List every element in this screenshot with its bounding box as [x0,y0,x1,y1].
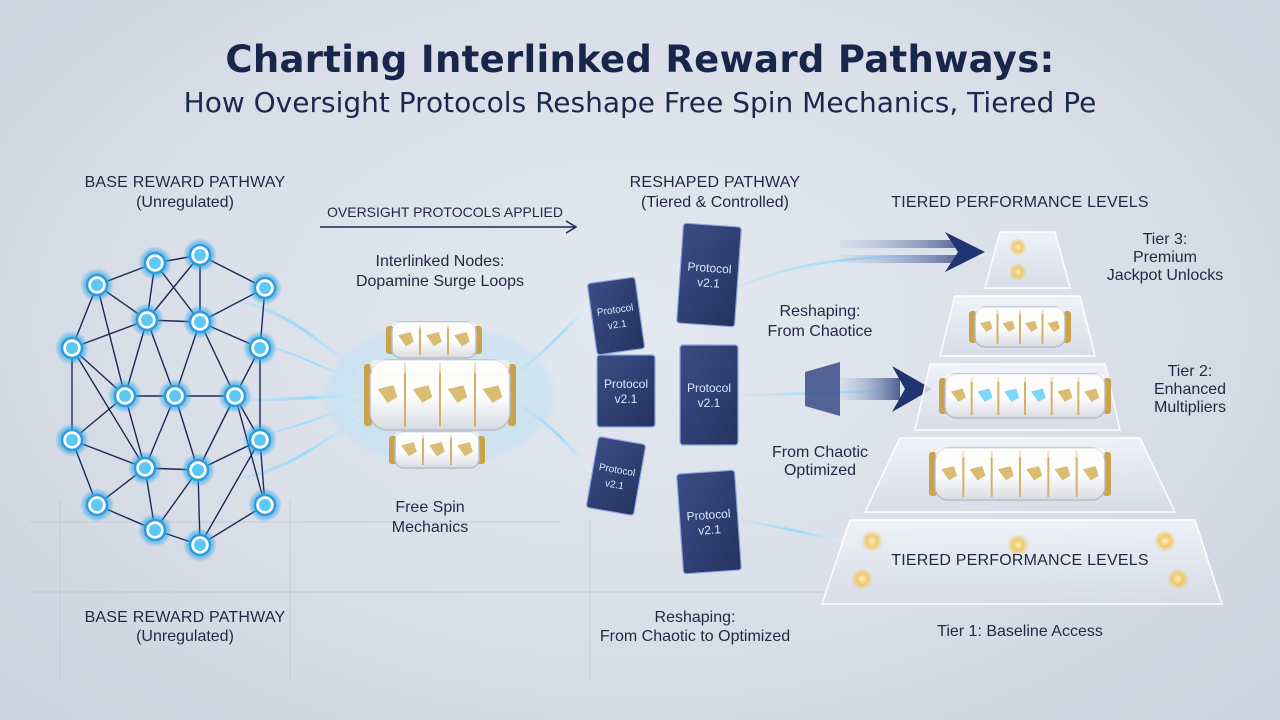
base-pathway-sub: (Unregulated) [136,194,234,211]
network-node [55,423,89,457]
network-node [158,379,192,413]
tier-reel-glowing [939,373,1111,419]
network-node [248,271,282,305]
network-node [55,331,89,365]
network-node [183,305,217,339]
oversight-arrow-label: OVERSIGHT PROTOCOLS APPLIED [327,204,563,220]
network-node [183,528,217,562]
protocol-panel-label: Protocol [687,259,732,276]
tier2-flow-arrow [805,362,932,416]
network-node [80,488,114,522]
tiers-heading: TIERED PERFORMANCE LEVELS [891,194,1149,211]
gold-light [1009,263,1027,281]
gold-light [1009,238,1027,256]
reshaped-pathway-heading: RESHAPED PATHWAY [629,174,801,191]
tier2-title: Tier 2: [1167,363,1213,380]
network-node [80,268,114,302]
network-node [138,246,172,280]
base-pathway-heading: BASE REWARD PATHWAY [84,174,286,191]
free-spin-mechanics-label: Mechanics [391,519,469,536]
protocol-panel-label: Protocol [686,506,731,523]
dopamine-loops-label: Dopamine Surge Loops [355,273,525,290]
gold-light [861,530,883,552]
protocol-panel-label: Protocol [596,303,634,319]
protocol-panel-version: v2.1 [698,396,721,410]
free-spin-label: Free Spin [395,499,465,516]
gold-light [1154,530,1176,552]
base-pathway-bottom-heading: BASE REWARD PATHWAY [84,609,286,626]
network-node [218,379,252,413]
protocol-panel-version: v2.1 [607,319,628,333]
network-node [248,488,282,522]
network-node [181,453,215,487]
protocol-panel-version: v2.1 [698,522,722,538]
oversight-arrow [320,220,578,234]
protocol-panel-version: v2.1 [697,275,721,291]
network-node [138,513,172,547]
tier-reel-upper [969,306,1071,348]
reshaping-mid-sub: From Chaotice [767,323,873,340]
tier-base-label: TIERED PERFORMANCE LEVELS [891,552,1149,569]
network-node [130,303,164,337]
chaotic-optimized-sub: Optimized [783,462,857,479]
tier2-multipliers: Multipliers [1153,399,1226,416]
reshaped-pathway-sub: (Tiered & Controlled) [641,194,789,211]
tier3-flow-arrow [840,232,985,272]
reel-bottom [389,431,485,469]
network-node [183,238,217,272]
protocol-panel-label: Protocol [604,377,648,391]
network-node [243,331,277,365]
interlinked-nodes-label: Interlinked Nodes: [375,253,505,270]
tier3-premium: Premium [1132,249,1197,266]
base-pathway-bottom-sub: (Unregulated) [136,628,234,645]
tier-pyramid [820,231,1224,605]
tier3-jackpot: Jackpot Unlocks [1106,267,1224,284]
network-node [243,423,277,457]
chaotic-optimized-label: From Chaotic [771,444,869,461]
tier-level-3 [984,231,1071,289]
protocol-panel-version: v2.1 [615,392,638,406]
page-title: Charting Interlinked Reward Pathways: [225,38,1055,81]
reel-top [386,321,482,359]
reshaping-bottom-label: Reshaping: [654,609,736,626]
slot-reels-cluster [325,321,555,469]
tier-level-1 [820,519,1224,605]
protocol-panels: Protocolv2.1Protocolv2.1Protocolv2.1Prot… [585,222,742,575]
tier3-title: Tier 3: [1142,231,1188,248]
tier1-label: Tier 1: Baseline Access [937,623,1103,640]
network-node [128,451,162,485]
reshaping-mid-label: Reshaping: [779,303,861,320]
reshaping-bottom-sub: From Chaotic to Optimized [599,628,791,645]
base-network-graph [55,238,282,562]
protocol-panel-version: v2.1 [604,478,625,492]
gold-light [1007,534,1029,556]
page-subtitle: How Oversight Protocols Reshape Free Spi… [183,86,1097,119]
reel-main [364,359,516,431]
gold-light [851,568,873,590]
network-node [108,379,142,413]
protocol-panel-label: Protocol [687,381,731,395]
background-grid [30,500,830,680]
tier-reel-lower [929,447,1111,501]
gold-light [1167,568,1189,590]
tier2-enhanced: Enhanced [1153,381,1227,398]
